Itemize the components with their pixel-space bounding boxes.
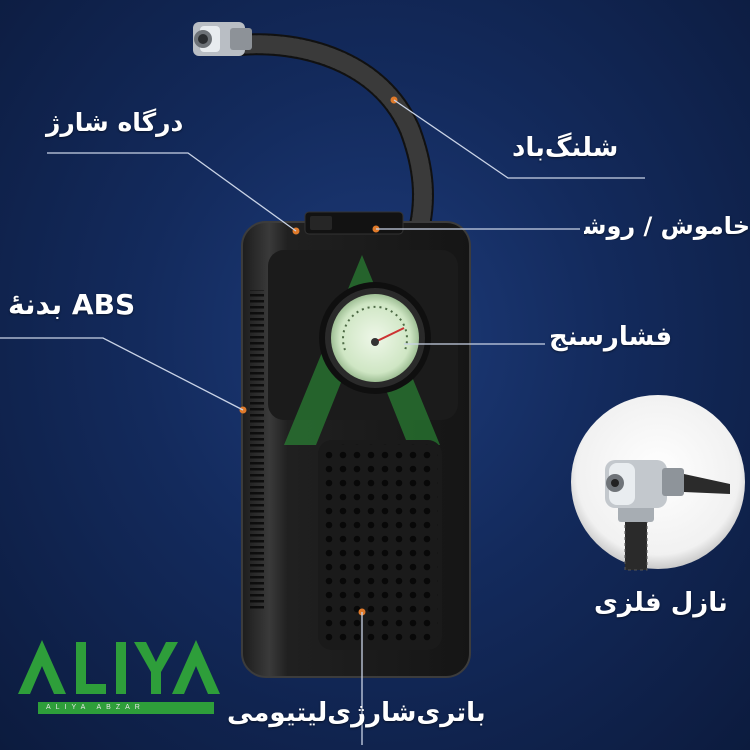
lithium-battery-label: باتری‌شارژی‌لیتیومی (227, 698, 486, 728)
logo: ALIYA ABZAR (16, 634, 222, 720)
leader-lines (0, 99, 645, 745)
hose-connector (193, 22, 252, 56)
metal-nozzle-image (571, 395, 745, 571)
logo-subtitle: ALIYA ABZAR (46, 704, 145, 711)
air-hose-label: شلنگ‌باد (512, 133, 619, 163)
abs-body-label: بدنهٔ ABS (8, 288, 136, 321)
on-off-label: خاموش / روشن (584, 212, 750, 240)
watermark-arrow (284, 255, 440, 445)
logo-subbar (38, 702, 214, 714)
logo-mark (18, 640, 220, 694)
metal-nozzle-label: نازل فلزی (594, 588, 728, 618)
charge-port-label: درگاه شارژ (46, 108, 184, 137)
speaker-grille (322, 444, 438, 646)
air-hose (229, 33, 434, 236)
pressure-gauge-label: فشارسنج (549, 322, 673, 352)
